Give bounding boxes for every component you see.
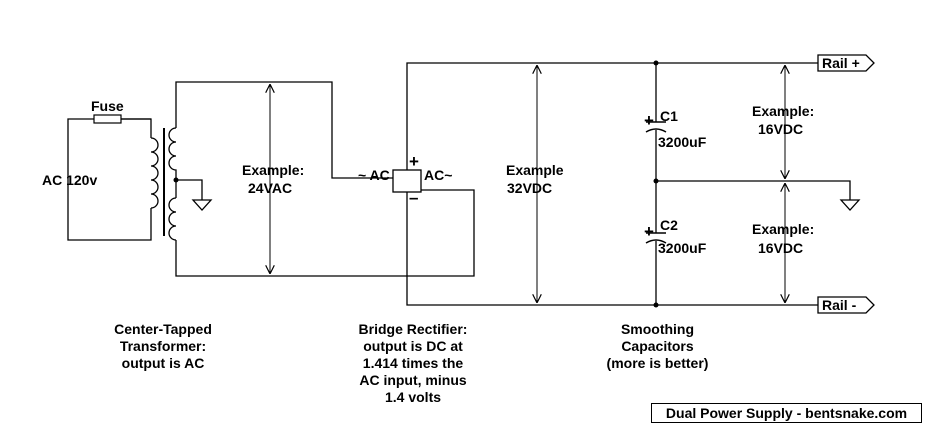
credit-box: Dual Power Supply - bentsnake.com: [651, 403, 922, 423]
capacitors-caption: Smoothing Capacitors (more is better): [606, 321, 709, 371]
dc-negative-wire: [406, 192, 818, 306]
top-example-line1: Example:: [752, 103, 814, 119]
c2-name-label: C2: [660, 217, 678, 233]
c1-plate-bottom: [645, 128, 667, 133]
center-tap-wire: [176, 179, 203, 200]
rectifier-plus-label: +: [409, 152, 419, 171]
rail-minus-label: Rail -: [822, 297, 857, 313]
bridge-rectifier: [392, 62, 818, 306]
rail-plus-tag: [817, 54, 875, 72]
rail-plus-label: Rail +: [822, 55, 860, 71]
dc-positive-wire: [406, 62, 818, 170]
dc-example-line1: Example: [506, 162, 564, 178]
midpoint-ground-wire: [656, 180, 851, 200]
secondary-circuit: [168, 81, 475, 277]
secondary-example-line2: 24VAC: [248, 180, 292, 196]
ac-input-label: AC 120v: [42, 172, 97, 188]
rectifier-minus-label: –: [409, 188, 418, 207]
bottom-example-line2: 16VDC: [758, 240, 803, 256]
secondary-bottom-wire: [175, 189, 475, 277]
secondary-coil-bottom: [168, 197, 177, 241]
c2-value-label: 3200uF: [658, 240, 707, 256]
c2-plate-bottom: [645, 239, 667, 244]
rail-minus-tag: [817, 296, 875, 314]
smoothing-capacitors: [645, 60, 861, 308]
ac-right-label: AC~: [424, 167, 452, 183]
rectifier-caption: Bridge Rectifier: output is DC at 1.414 …: [358, 321, 468, 405]
secondary-top-wire: [175, 81, 393, 179]
c1-plus-label: +: [644, 111, 654, 130]
bottom-example-line1: Example:: [752, 221, 814, 237]
secondary-example-line1: Example:: [242, 162, 304, 178]
top-example-line2: 16VDC: [758, 121, 803, 137]
c1-name-label: C1: [660, 108, 678, 124]
c2-plus-label: +: [644, 222, 654, 241]
rail-plus-node: [653, 60, 659, 66]
ac-left-label: ~ AC: [358, 167, 390, 183]
primary-coil: [150, 137, 159, 209]
transformer-caption: Center-Tapped Transformer: output is AC: [114, 321, 212, 371]
ground-icon-output: [839, 199, 861, 211]
ground-icon: [191, 199, 213, 211]
fuse-label: Fuse: [91, 98, 124, 114]
secondary-coil-top: [168, 127, 177, 180]
fuse-symbol: [93, 114, 122, 124]
primary-circuit: [67, 114, 159, 241]
c1-value-label: 3200uF: [658, 134, 707, 150]
rail-minus-node: [653, 302, 659, 308]
dc-example-line2: 32VDC: [507, 180, 552, 196]
